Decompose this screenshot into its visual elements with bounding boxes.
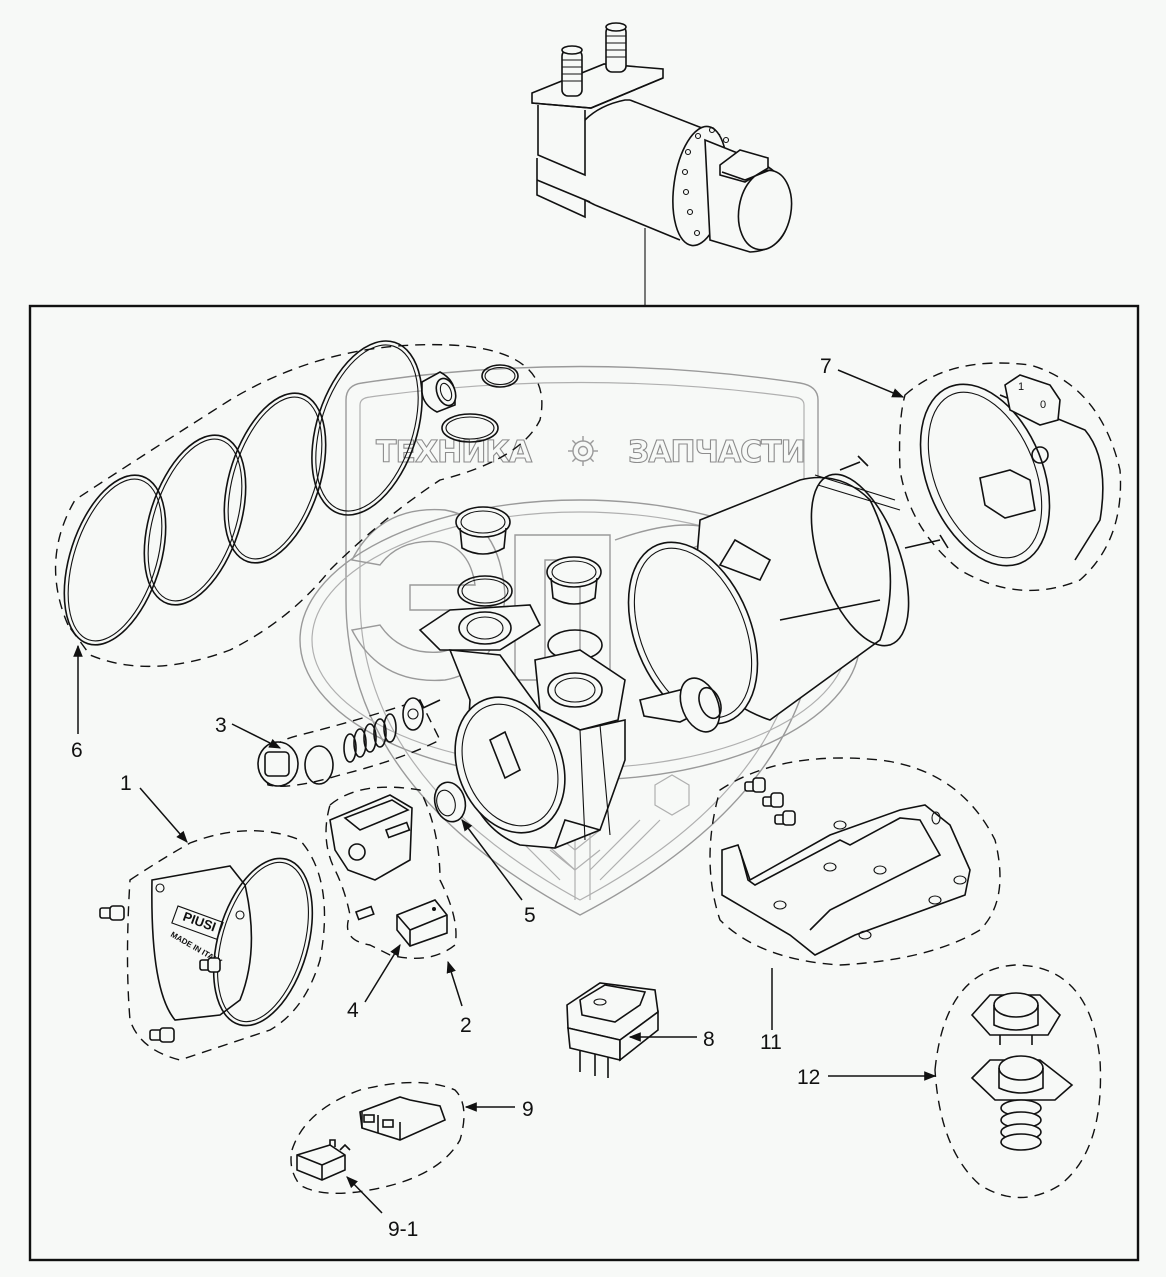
part-9-fuse-holder [290,1081,465,1194]
part-8-switch [566,982,659,1078]
part-12-hose-fittings [934,964,1102,1199]
switch-mark-off: 0 [1040,399,1046,411]
callout-1[interactable]: 1 [120,772,132,795]
callout-4[interactable]: 4 [347,999,359,1022]
diagram-frame [28,304,1140,1262]
callout-leaders [73,369,937,1214]
motor [627,455,949,733]
switch-mark-on: 1 [1018,381,1024,393]
callout-7[interactable]: 7 [820,355,832,378]
part-9-1-fuse [296,1139,351,1181]
callout-11[interactable]: 11 [760,1031,782,1054]
callout-9-1[interactable]: 9-1 [388,1218,418,1241]
part-1-cover-kit: PIUSI MADE IN ITALY [99,830,326,1061]
leader-5 [461,819,523,901]
callout-12[interactable]: 12 [797,1066,820,1089]
pump-body [418,506,626,849]
gear-icon [568,436,598,466]
part-7-end-cover: 1 0 [898,362,1122,592]
leader-9-1 [346,1176,383,1214]
part-2-rotor-kit [325,786,457,960]
leader-2 [446,960,463,1007]
callout-9[interactable]: 9 [522,1098,534,1121]
callout-8[interactable]: 8 [703,1028,715,1051]
assembled-pump [531,22,793,305]
part-11-bracket [709,757,1001,966]
leader-1 [139,787,188,843]
leader-7 [837,369,905,398]
part-3-bypass-valve [257,697,441,787]
callout-5[interactable]: 5 [524,904,536,927]
hose-barb-right [605,22,627,73]
callout-2[interactable]: 2 [460,1014,472,1037]
watermark-text-right: ЗАПЧАСТИ [628,435,805,470]
part-6-o-ring-kit [54,340,543,668]
callout-labels: 1 2 3 4 5 6 7 8 9 9-1 11 12 [71,355,832,1241]
callout-3[interactable]: 3 [215,714,227,737]
leader-3 [231,723,282,749]
callout-6[interactable]: 6 [71,739,83,762]
leader-4 [364,943,401,1003]
part-5-shaft-seal [433,781,467,823]
hose-barb-left [561,45,583,97]
